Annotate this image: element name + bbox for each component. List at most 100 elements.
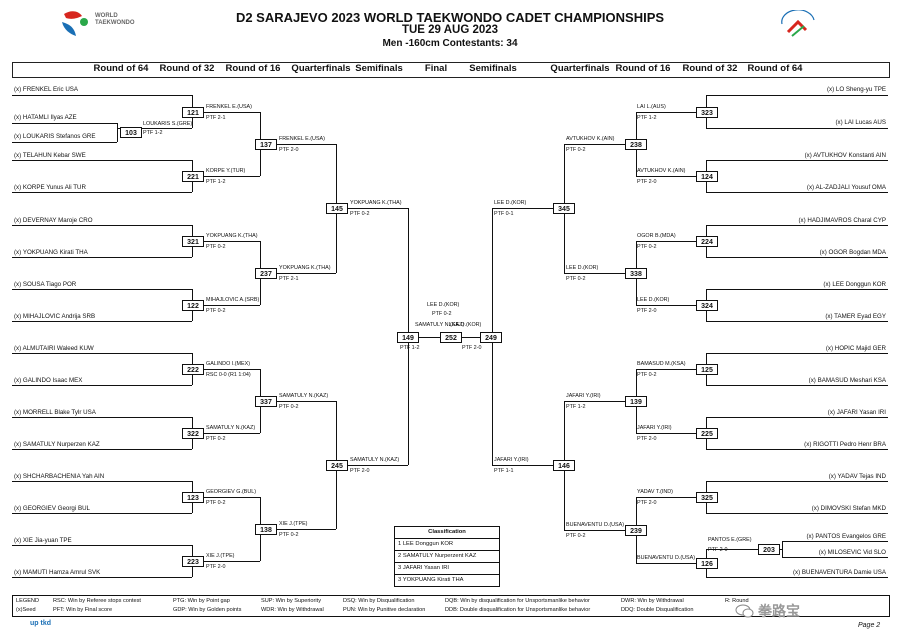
match-number-box[interactable]: 245 <box>326 460 348 471</box>
match-winner: PANTOS E.(GRE) <box>708 537 752 543</box>
match-number-box[interactable]: 338 <box>625 268 647 279</box>
match-number-box[interactable]: 125 <box>696 364 718 375</box>
match-winner: XIE J.(TPE) <box>279 521 308 527</box>
match-number-box[interactable]: 124 <box>696 171 718 182</box>
match-winner: LEE D.(KOR) <box>427 302 460 308</box>
match-number-box[interactable]: 321 <box>182 236 204 247</box>
match-number-box[interactable]: 224 <box>696 236 718 247</box>
rounds-header: Round of 64 Round of 32 Round of 16 Quar… <box>12 62 890 78</box>
match-number-box[interactable]: 137 <box>255 139 277 150</box>
match-number-box[interactable]: 337 <box>255 396 277 407</box>
match-winner: AVTUKHOV K.(AIN) <box>637 168 686 174</box>
match-score: PTF 0-2 <box>279 532 299 538</box>
event-date: TUE 29 AUG 2023 <box>401 24 499 36</box>
match-score: PTF 2-0 <box>462 345 482 351</box>
bracket-line <box>706 449 888 450</box>
match-number-box[interactable]: 123 <box>182 492 204 503</box>
match-winner: LEE D.(KOR) <box>449 322 482 328</box>
match-number-box[interactable]: 252 <box>440 332 462 343</box>
bracket-player: (x) YADAV Tejas IND <box>828 473 886 480</box>
bracket-line <box>492 465 564 466</box>
match-winner: SAMATULY N.(KAZ) <box>206 425 256 431</box>
bracket-player: (x) TELAHUN Kebar SWE <box>14 152 86 159</box>
legend-box: LEGEND RSC: Win by Referee stops contest… <box>12 595 890 617</box>
bracket-line <box>12 289 192 290</box>
bracket-line <box>706 95 888 96</box>
match-number-box[interactable]: 145 <box>326 203 348 214</box>
bracket-line <box>192 497 260 498</box>
match-number-box[interactable]: 103 <box>120 127 142 138</box>
match-number-box[interactable]: 221 <box>182 171 204 182</box>
bracket-line <box>192 561 260 562</box>
legend-item: R: Round <box>725 598 749 604</box>
match-number-box[interactable]: 239 <box>625 525 647 536</box>
match-score: RSC 0-0 (R1 1:04) <box>206 372 251 378</box>
match-score: PTF 0-2 <box>350 211 370 217</box>
match-number-box[interactable]: 146 <box>553 460 575 471</box>
match-winner: GALINDO I.(MEX) <box>206 361 251 367</box>
bracket-line <box>12 577 192 578</box>
bracket-line <box>117 123 118 142</box>
legend-item: LEGEND <box>16 598 40 604</box>
match-number-box[interactable]: 325 <box>696 492 718 503</box>
match-number-box[interactable]: 126 <box>696 558 718 569</box>
bracket-line <box>706 225 888 226</box>
bracket-line <box>706 513 888 514</box>
bracket-line <box>782 541 888 542</box>
match-score: PTF 0-2 <box>206 436 226 442</box>
match-number-box[interactable]: 149 <box>397 332 419 343</box>
bracket-line <box>12 257 192 258</box>
world-taekwondo-logo-icon <box>60 8 94 38</box>
match-number-box[interactable]: 121 <box>182 107 204 118</box>
match-number-box[interactable]: 222 <box>182 364 204 375</box>
match-number-box[interactable]: 203 <box>758 544 780 555</box>
bracket-player: (x) DIMOVSKI Stefan MKD <box>811 505 886 512</box>
match-winner: YOKPUANG K.(THA) <box>279 265 331 271</box>
bracket-line <box>706 577 888 578</box>
bracket-line <box>12 449 192 450</box>
bracket-line <box>260 529 336 530</box>
classification-row: 1 LEE Donggun KOR <box>395 538 499 550</box>
bracket-line <box>260 144 336 145</box>
bracket-line <box>192 112 260 113</box>
match-number-box[interactable]: 324 <box>696 300 718 311</box>
wechat-icon <box>735 604 755 618</box>
bracket-line <box>636 241 706 242</box>
bracket-player: (x) SHCHARBACHENIA Yah AIN <box>14 473 105 480</box>
bracket-player: (x) SAMATULY Nurperzen KAZ <box>14 441 100 448</box>
bracket-line <box>12 513 192 514</box>
match-score: PTF 1-2 <box>206 179 226 185</box>
match-number-box[interactable]: 139 <box>625 396 647 407</box>
match-score: PTF 2-0 <box>279 147 299 153</box>
classification-row: 2 SAMATULY Nurperzent KAZ <box>395 550 499 562</box>
match-number-box[interactable]: 323 <box>696 107 718 118</box>
match-number-box[interactable]: 238 <box>625 139 647 150</box>
match-number-box[interactable]: 249 <box>480 332 502 343</box>
bracket-line <box>260 273 336 274</box>
match-number-box[interactable]: 345 <box>553 203 575 214</box>
bracket-player: (x) HOPIC Majid GER <box>825 345 886 352</box>
match-number-box[interactable]: 237 <box>255 268 277 279</box>
bracket-line <box>192 305 260 306</box>
bracket-line <box>12 123 117 124</box>
match-number-box[interactable]: 122 <box>182 300 204 311</box>
match-score: PTF 1-2 <box>566 404 586 410</box>
bracket-line <box>706 353 888 354</box>
match-number-box[interactable]: 223 <box>182 556 204 567</box>
match-score: PTF 2-0 <box>637 308 657 314</box>
legend-item: PUN: Win by Punitive declaration <box>343 607 426 613</box>
bracket-line <box>192 369 260 370</box>
round-label: Round of 32 <box>159 63 215 74</box>
match-score: PTF 0-2 <box>432 311 452 317</box>
logo-wordmark: WORLD TAEKWONDO <box>95 13 135 27</box>
legend-item: DDB: Double disqualification for Unsport… <box>445 607 591 613</box>
bracket-player: (x) HADJIMAVROS Charal CYP <box>798 217 886 224</box>
bracket-line <box>564 401 636 402</box>
match-number-box[interactable]: 225 <box>696 428 718 439</box>
match-number-box[interactable]: 138 <box>255 524 277 535</box>
classification-title: Classification <box>428 529 466 535</box>
match-winner: AVTUKHOV K.(AIN) <box>566 136 615 142</box>
legend-item: SUP: Win by Superiority <box>261 598 321 604</box>
match-score: PTF 1-2 <box>637 115 657 121</box>
match-number-box[interactable]: 322 <box>182 428 204 439</box>
